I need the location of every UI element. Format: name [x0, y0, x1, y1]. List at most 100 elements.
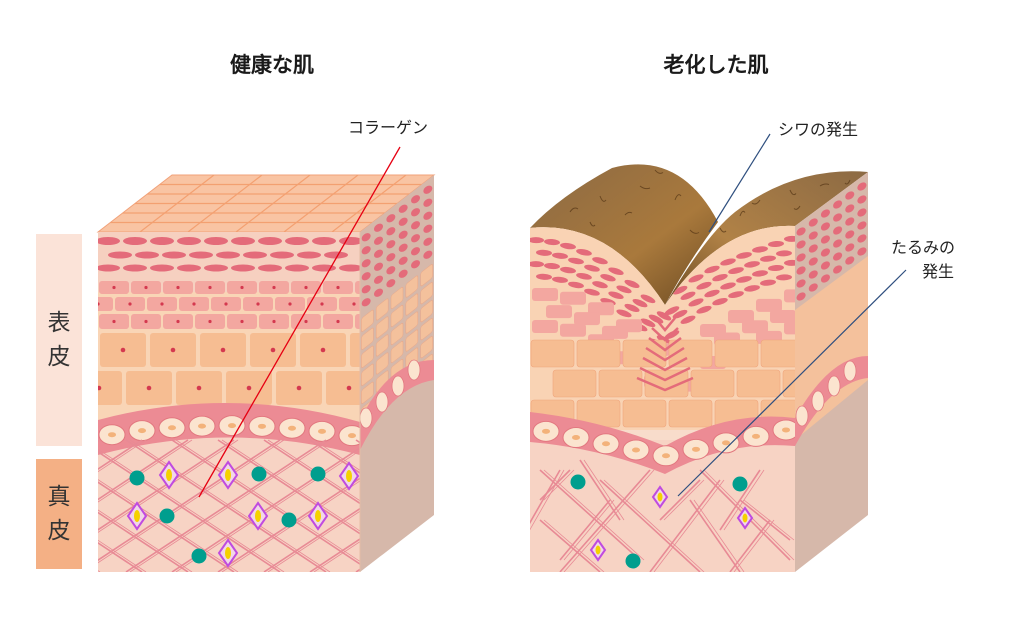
collagen-fiber	[98, 511, 189, 572]
collagen-fiber	[267, 510, 360, 572]
side-cell	[361, 381, 374, 404]
flat-cell	[339, 264, 360, 272]
side-cell	[361, 259, 371, 268]
skin-texture-line	[793, 205, 801, 210]
flat-cell	[544, 238, 560, 246]
epidermal-cell	[770, 310, 795, 324]
epidermis-char-1: 表	[47, 310, 71, 336]
collagen-fiber	[221, 439, 360, 532]
flat-cell	[584, 264, 600, 272]
flat-cell	[258, 264, 282, 272]
cell-nucleus	[228, 423, 236, 429]
flat-cell	[177, 237, 201, 245]
flat-cell	[704, 289, 720, 298]
epidermal-cell	[690, 369, 735, 398]
side-cell	[386, 266, 396, 275]
side-cell	[796, 253, 806, 262]
side-cell	[833, 226, 843, 235]
flat-cell	[696, 281, 712, 290]
cell-nucleus	[348, 433, 356, 439]
flat-cell	[656, 311, 672, 321]
cell-nucleus	[192, 302, 196, 306]
epidermal-cell	[355, 314, 360, 329]
flat-cell	[312, 237, 336, 245]
elastin-core	[595, 545, 601, 555]
skin-texture-line	[569, 207, 579, 213]
collagen-fiber	[663, 479, 705, 521]
flat-cell	[608, 267, 624, 276]
flat-cell	[720, 258, 736, 266]
epidermal-cell	[560, 323, 586, 337]
side-cell	[374, 262, 383, 271]
skin-texture-line	[739, 210, 746, 217]
cell-nucleus	[272, 319, 276, 324]
epidermal-cell	[622, 399, 667, 428]
collagen-fiber	[539, 469, 571, 501]
side-cell	[374, 249, 383, 258]
flat-cell	[624, 303, 640, 312]
skin-texture-line	[654, 169, 664, 174]
flat-cell	[720, 282, 736, 290]
cell-nucleus	[144, 319, 148, 324]
flat-cell	[576, 248, 592, 256]
cell-nucleus	[336, 319, 340, 324]
epidermis-char-2: 皮	[47, 344, 71, 370]
cell-nucleus	[220, 347, 226, 353]
side-cell	[398, 269, 408, 278]
collagen-fiber	[98, 439, 189, 501]
side-cell	[820, 261, 830, 270]
epidermal-cell	[350, 333, 360, 367]
cell-nucleus	[98, 385, 102, 391]
side-cell	[390, 340, 404, 364]
cell-nucleus	[224, 302, 228, 306]
flat-cell	[123, 237, 147, 245]
cell-nucleus	[246, 385, 252, 391]
basal-membrane	[530, 412, 795, 474]
side-cell	[411, 208, 420, 217]
epidermal-cell	[574, 312, 600, 326]
collagen-fiber	[733, 519, 775, 572]
side-cell	[845, 230, 855, 239]
cell-nucleus	[602, 441, 610, 447]
side-cell	[398, 217, 408, 226]
fibroblast-cell	[732, 476, 748, 492]
epidermal-cell	[560, 291, 586, 305]
aged-skin-title: 老化した肌	[663, 53, 769, 77]
collagen-fiber	[599, 479, 701, 572]
collagen-fiber	[729, 519, 771, 572]
side-cell	[420, 336, 433, 359]
cell-nucleus	[692, 446, 700, 452]
fibroblast-cell	[191, 548, 207, 564]
collagen-fiber	[739, 499, 791, 541]
side-cell	[796, 266, 806, 275]
cell-nucleus	[320, 347, 326, 353]
side-basal-cell	[795, 405, 809, 427]
side-cell	[420, 264, 433, 287]
side-cell	[845, 217, 855, 226]
side-cell	[361, 272, 371, 281]
side-cell	[374, 223, 383, 232]
side-cell	[845, 191, 855, 200]
side-basal-cell	[827, 375, 841, 397]
flat-cell	[632, 298, 648, 308]
side-cell	[361, 327, 374, 350]
flat-cell	[576, 272, 592, 280]
collagen-fiber	[579, 459, 621, 521]
fibroblast-cell	[129, 470, 145, 486]
flat-cell	[704, 265, 720, 274]
cell-nucleus	[304, 285, 308, 290]
cell-nucleus	[176, 285, 180, 290]
collagen-fiber	[263, 439, 360, 505]
epidermal-cell	[576, 339, 621, 368]
side-cell	[857, 234, 867, 243]
flat-cell	[776, 250, 792, 257]
side-cell	[423, 198, 433, 207]
flat-cell	[752, 246, 768, 253]
dermis-layer-box: 真 皮	[36, 459, 82, 569]
cell-nucleus	[256, 302, 260, 306]
elastin-core	[346, 470, 352, 482]
flat-cell	[204, 264, 228, 272]
skin-texture-line	[689, 229, 700, 234]
side-cell	[375, 352, 389, 375]
flat-cell	[231, 237, 255, 245]
